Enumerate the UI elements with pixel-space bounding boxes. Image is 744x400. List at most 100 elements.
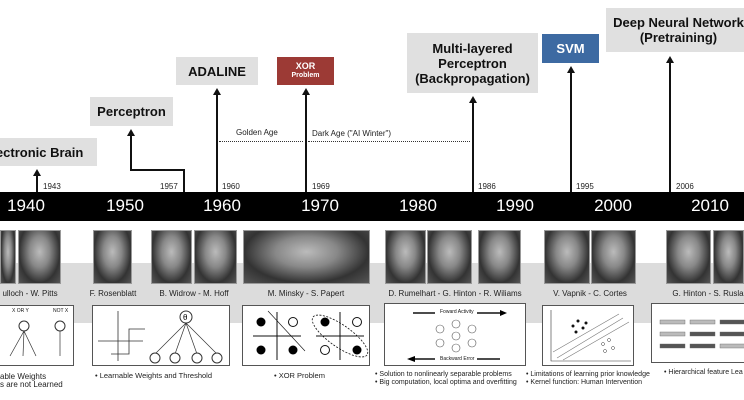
logic-neuron-graph [9, 320, 66, 357]
era-golden-line [219, 141, 303, 142]
year-label: 1995 [576, 182, 594, 191]
forward-activity-label: Foward Activity [440, 309, 474, 315]
decade-label: 1980 [399, 196, 437, 215]
caption: • Solution to nonlinearly separable prob… [375, 371, 512, 378]
xor-graph [253, 310, 369, 360]
milestone-title: Perceptron [97, 104, 166, 119]
photo-vapnik [544, 230, 590, 284]
photo-cortes [591, 230, 636, 284]
diagram-dbn [651, 303, 744, 363]
decade-label: 2010 [691, 196, 729, 215]
people-name: ulloch - W. Pitts [2, 289, 58, 298]
arrow-head [666, 56, 674, 63]
svg-text:θ: θ [183, 313, 188, 322]
perceptron-graph: θ [98, 310, 223, 364]
caption: • Big computation, local optima and over… [375, 379, 517, 386]
milestone-title: Deep Neural Network [613, 15, 744, 30]
photo-williams [478, 230, 521, 284]
milestone-dnn: Deep Neural Network(Pretraining) [606, 8, 744, 52]
backprop-graph [407, 310, 507, 362]
arrow-1957-up [130, 134, 132, 170]
diagram-perceptron: θ [92, 305, 230, 366]
year-label: 1960 [222, 182, 240, 191]
year-label: 2006 [676, 182, 694, 191]
photo-pitts [18, 230, 61, 284]
milestone-title: Perceptron [438, 55, 507, 71]
milestone-subtitle: Problem [291, 72, 320, 79]
decade-label: 2000 [594, 196, 632, 215]
milestone-svm: SVM [542, 34, 599, 63]
photo-rumelhart [385, 230, 426, 284]
era-golden-age: Golden Age [236, 128, 278, 137]
milestone-title: (Backpropagation) [415, 70, 530, 86]
arrow-head [469, 96, 477, 103]
milestone-adaline: ADALINE [176, 57, 258, 85]
diagram-xor [242, 305, 370, 366]
people-name: M. Minsky - S. Papert [267, 289, 345, 298]
arrow-1995 [570, 71, 572, 192]
era-dark-age: Dark Age ("AI Winter") [312, 129, 392, 138]
photo-minsky-papert [243, 230, 370, 284]
decade-label: 1950 [106, 196, 144, 215]
diagram-svm [542, 305, 634, 366]
decade-label: 1990 [496, 196, 534, 215]
year-label: 1957 [160, 182, 178, 191]
photo-hinton-2 [666, 230, 711, 284]
arrow-1986 [472, 101, 474, 192]
people-name: F. Rosenblatt [89, 289, 137, 298]
arrow-head [127, 129, 135, 136]
year-label: 1943 [43, 182, 61, 191]
year-label: 1986 [478, 182, 496, 191]
decade-label: 1960 [203, 196, 241, 215]
arrow-head [567, 66, 575, 73]
year-label: 1969 [312, 182, 330, 191]
milestone-title: Electronic Brain [0, 144, 84, 160]
arrow-1943 [36, 174, 38, 192]
milestone-title: ADALINE [188, 63, 246, 79]
milestone-title: SVM [556, 41, 585, 56]
photo-mcculloch [0, 230, 16, 284]
arrow-1957 [183, 169, 185, 192]
photo-rosenblatt [93, 230, 132, 284]
caption: • Learnable Weights and Threshold [95, 371, 213, 380]
arrow-1957-h [130, 169, 185, 171]
caption: • Limitations of learning prior knowledg… [526, 371, 650, 378]
backward-error-label: Backward Error [440, 356, 475, 362]
milestone-perceptron: Perceptron [90, 97, 173, 126]
milestone-title: XOR [295, 61, 316, 71]
arrow-2006 [669, 61, 671, 192]
people-name: G. Hinton - S. Rusla [672, 289, 744, 298]
caption: able Weights [0, 372, 47, 381]
caption: s are not Learned [0, 380, 63, 389]
photo-hinton [427, 230, 472, 284]
era-dark-line [308, 141, 470, 142]
caption: • XOR Problem [274, 371, 325, 380]
milestone-title: Multi-layered [432, 40, 513, 56]
milestone-title: (Pretraining) [639, 30, 718, 45]
svm-graph [550, 310, 631, 362]
timeline-band [0, 192, 744, 221]
arrow-head [213, 88, 221, 95]
people-name: B. Widrow - M. Hoff [159, 289, 229, 298]
diagram-logic-neurons: X OR Y NOT X [0, 305, 74, 366]
arrow-head [302, 88, 310, 95]
photo-hoff [194, 230, 237, 284]
diagram-backprop: Foward Activity Backward Error [384, 303, 526, 366]
diagram-label: NOT X [53, 308, 69, 314]
people-name: D. Rumelhart - G. Hinton - R. Wiliams [388, 289, 522, 298]
arrow-1969 [305, 93, 307, 192]
decade-label: 1970 [301, 196, 339, 215]
arrow-head [33, 169, 41, 176]
caption: • Hierarchical feature Lea [664, 369, 743, 376]
decade-label: 1940 [7, 196, 45, 215]
diagram-label: X OR Y [12, 308, 29, 314]
photo-salakhutdinov [713, 230, 744, 284]
caption: • Kernel function: Human Intervention [526, 379, 643, 386]
people-name: V. Vapnik - C. Cortes [553, 289, 627, 298]
photo-widrow [151, 230, 192, 284]
milestone-electronic-brain: Electronic Brain [0, 138, 97, 166]
dbn-graph [659, 319, 744, 349]
arrow-1960 [216, 93, 218, 192]
